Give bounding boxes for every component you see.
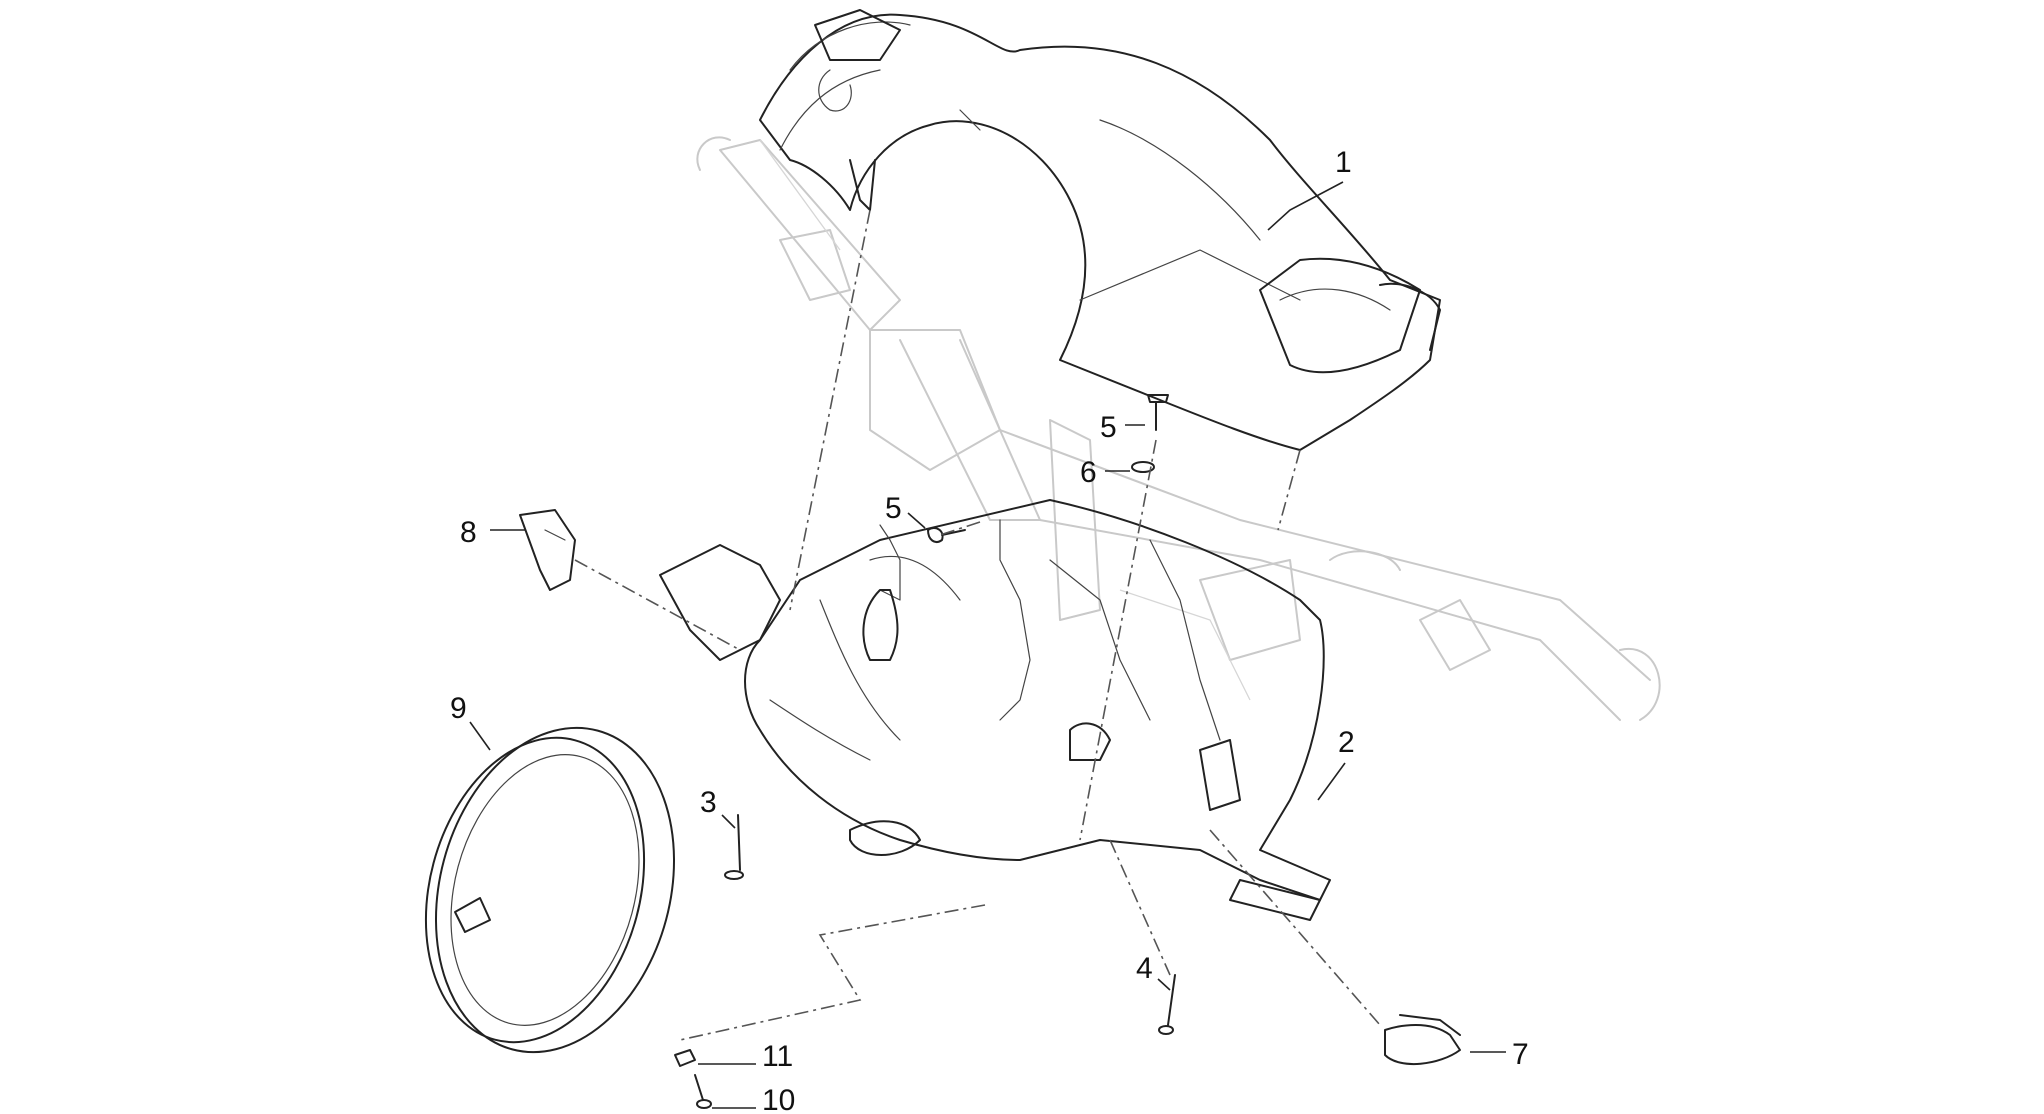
callout-5b: 5 (885, 492, 902, 525)
handlebar-ghost (696, 136, 1661, 721)
cover-piece (1384, 1014, 1461, 1066)
callout-2: 2 (1338, 726, 1355, 759)
callout-5a: 5 (1100, 411, 1117, 444)
callout-labels: 1 2 3 4 5 5 6 7 8 9 10 11 (450, 146, 1529, 1114)
screw-3 (724, 814, 744, 880)
screw-5-upper (1147, 394, 1169, 431)
callout-7: 7 (1512, 1038, 1529, 1071)
side-clip (519, 509, 576, 591)
screw-4 (1158, 974, 1176, 1035)
leader-lines (469, 181, 1506, 1109)
callout-1: 1 (1335, 146, 1352, 179)
callout-11: 11 (762, 1040, 793, 1073)
ring-trim (424, 726, 676, 1054)
callout-9: 9 (450, 692, 467, 725)
callout-4: 4 (1136, 952, 1153, 985)
screw-10 (694, 1074, 712, 1109)
callout-6: 6 (1080, 456, 1097, 489)
callout-10: 10 (762, 1084, 795, 1114)
callout-3: 3 (700, 786, 717, 819)
lower-handlebar-cover (659, 499, 1331, 921)
screw-5-lower (927, 527, 966, 543)
callout-8: 8 (460, 516, 477, 549)
clip-11 (674, 1049, 696, 1067)
upper-handlebar-cover (759, 9, 1441, 451)
assembly-lines (574, 209, 1381, 1041)
washer-6 (1131, 461, 1155, 473)
